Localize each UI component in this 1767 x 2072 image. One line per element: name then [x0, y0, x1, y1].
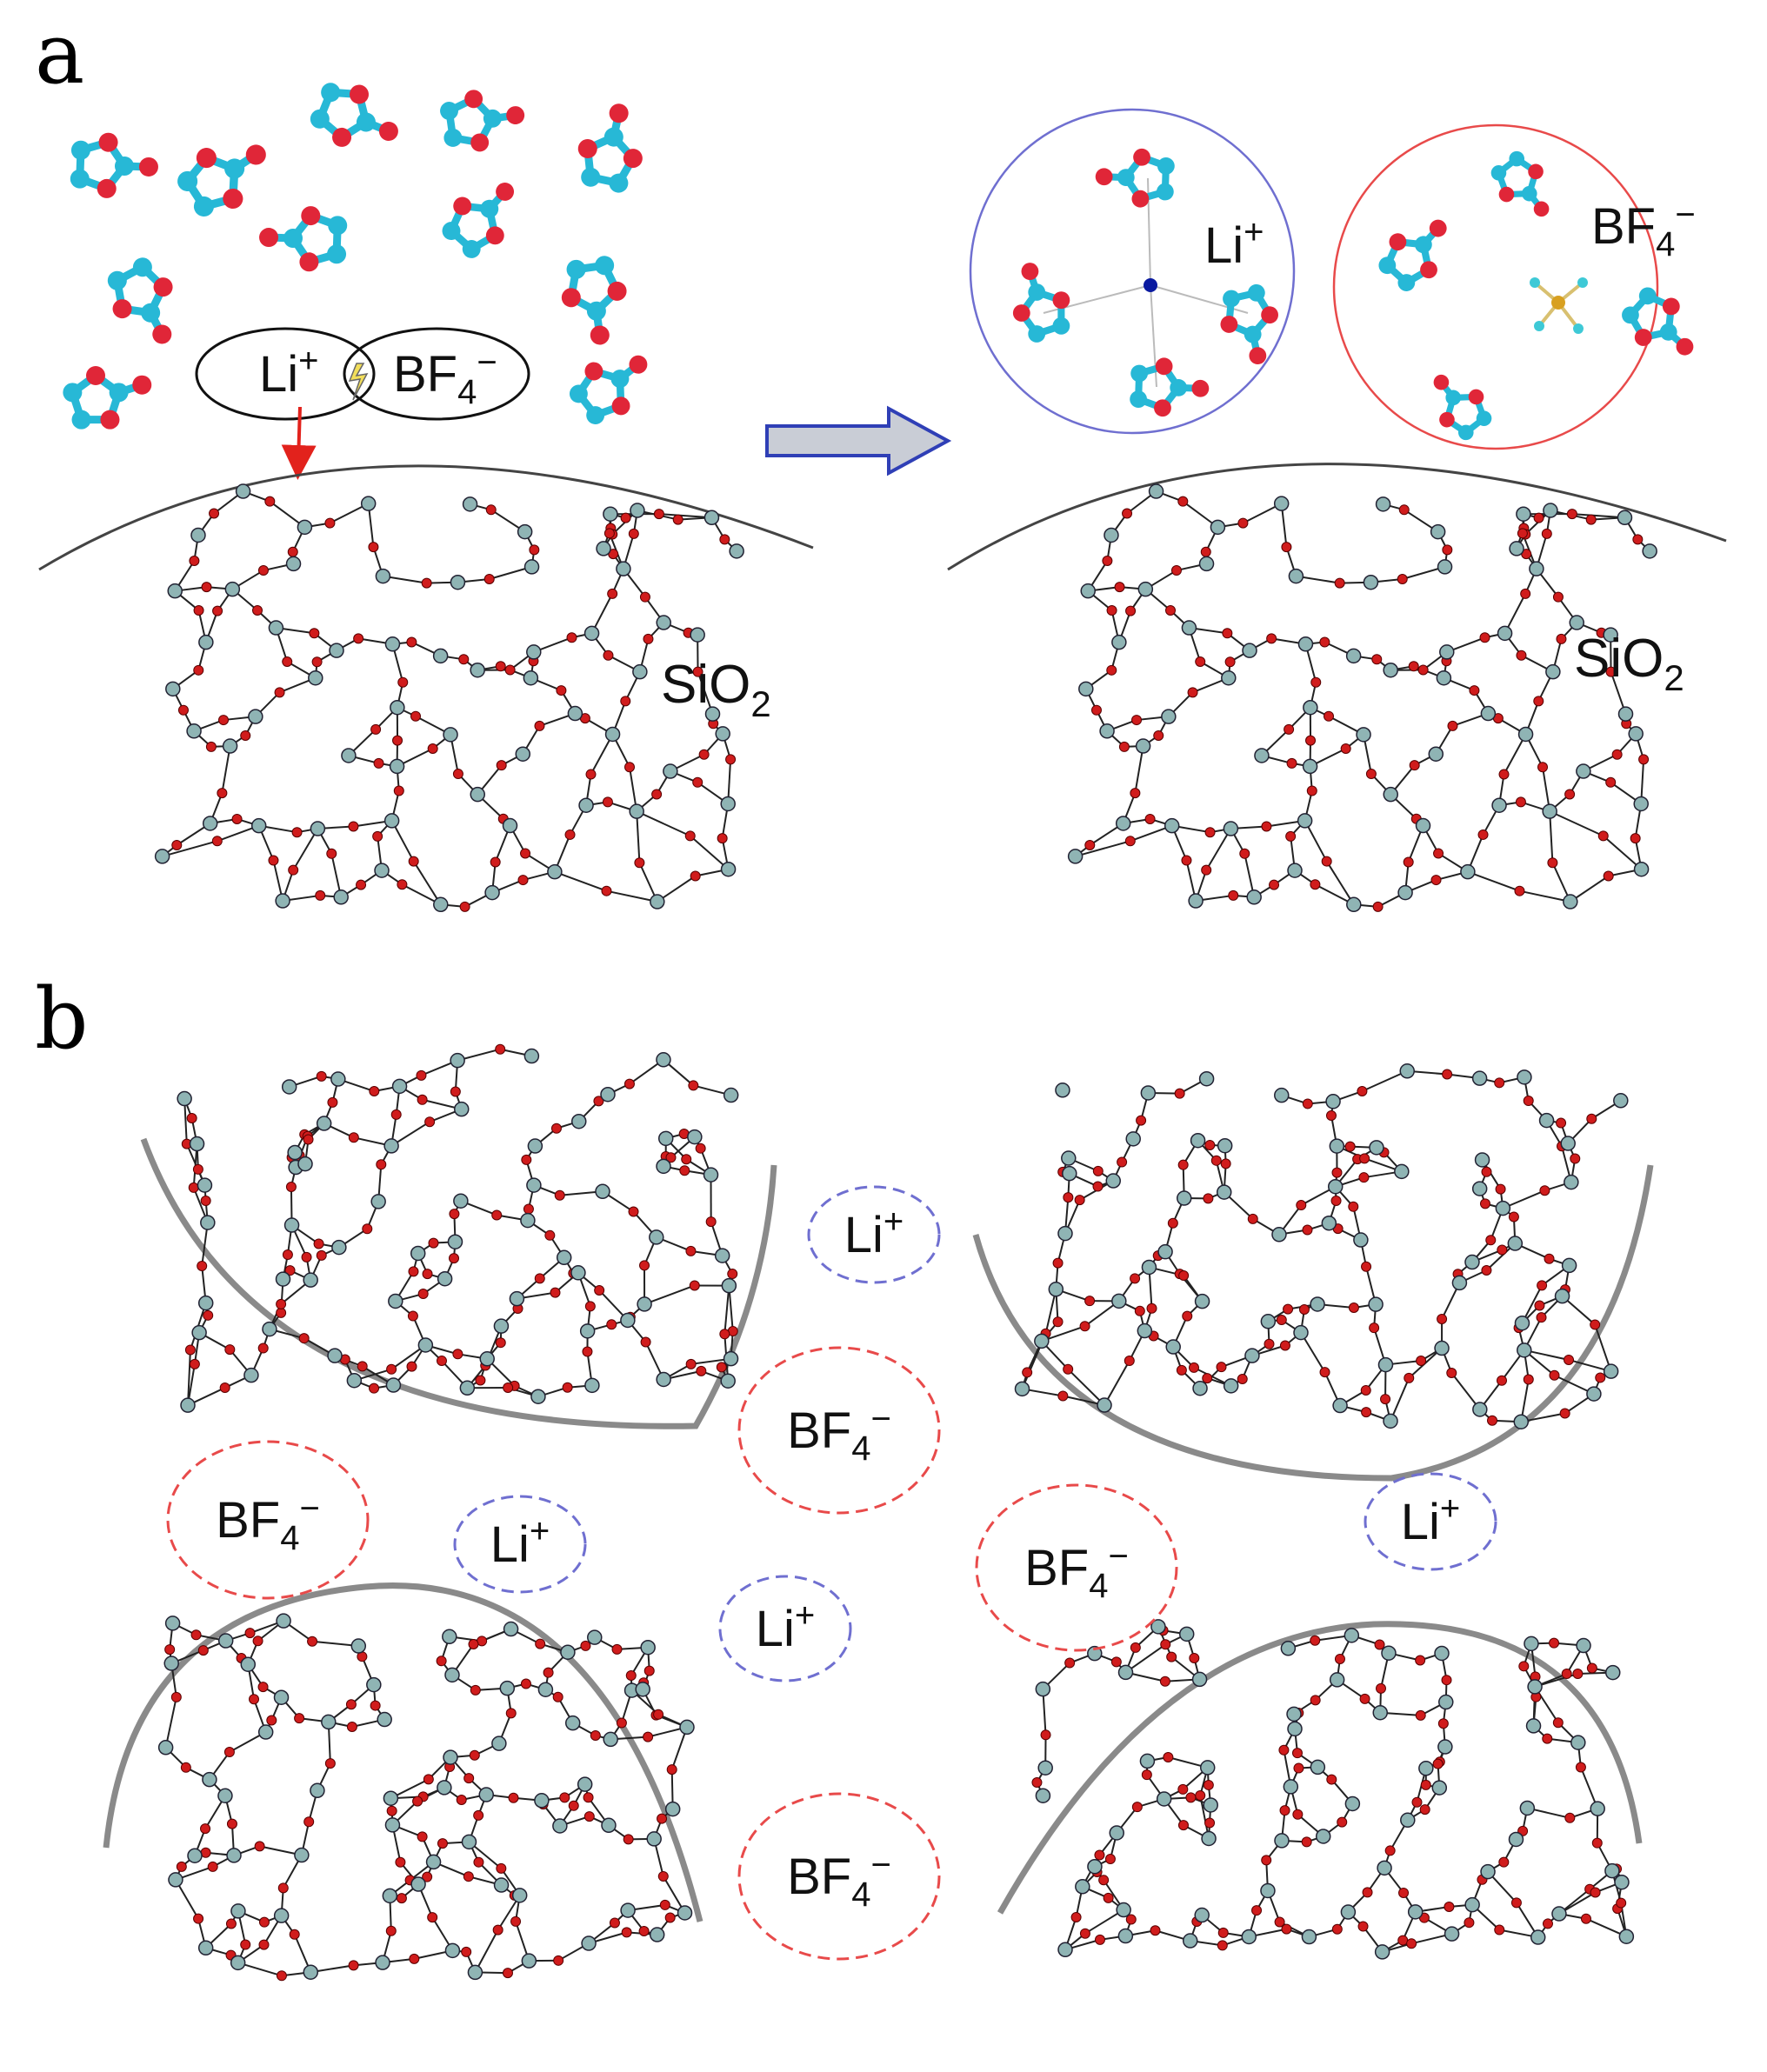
particle-surface-bottom-left — [103, 1582, 703, 1922]
solvent-molecule — [561, 256, 627, 345]
solvent-molecule — [442, 183, 515, 258]
sio2-surface-left — [38, 464, 814, 571]
li-ellipse — [195, 327, 376, 421]
particle-surface-top-right — [972, 1164, 1654, 1482]
solvent-molecule — [70, 132, 158, 198]
sio2-network-bottom-left — [157, 1613, 695, 1982]
particle-surface-top-left — [140, 1137, 777, 1429]
solvent-molecule — [1220, 283, 1279, 365]
ion-label: Li+ — [1401, 1489, 1461, 1550]
ion-pair-anion-label: BF4− — [393, 343, 497, 411]
bf4-ion-circle: BF4− — [737, 1792, 941, 1961]
ion-label: Li+ — [756, 1596, 816, 1657]
ion-label: BF4− — [1024, 1537, 1129, 1605]
solvated-anion-label: BF4− — [1591, 196, 1696, 263]
panel-a-label: a — [35, 5, 84, 103]
ion-pair-cation-label: Li+ — [259, 342, 319, 403]
solvent-molecule — [1012, 263, 1070, 343]
particle-surface-bottom-right — [997, 1621, 1643, 1915]
sio2-network-right — [1067, 483, 1657, 913]
sio2-label-left: SiO2 — [661, 655, 771, 724]
li-ion-circle: Li+ — [453, 1495, 587, 1594]
solvated-cation-label: Li+ — [1204, 213, 1264, 274]
solvent-molecule — [107, 257, 173, 344]
solvent-molecule — [1622, 287, 1694, 356]
bf4-ellipse — [343, 327, 530, 421]
ion-pair: Li+ BF4− — [195, 327, 530, 480]
li-ion-circle: Li+ — [1364, 1472, 1497, 1571]
ion-label: BF4− — [216, 1489, 320, 1557]
red-arrow — [281, 406, 317, 480]
sio2-network-bottom-right — [1031, 1619, 1635, 1960]
bf4-solvation-shell — [1378, 150, 1694, 441]
lightning-icon — [348, 363, 369, 401]
sio2-network-top-left — [177, 1043, 739, 1413]
sio2-label-right: SiO2 — [1574, 629, 1684, 698]
bf4-ion-circle: BF4− — [975, 1483, 1178, 1652]
ion-label: BF4− — [787, 1400, 891, 1468]
bf4-ion-circle: BF4− — [737, 1346, 941, 1515]
ion-label: Li+ — [844, 1203, 904, 1263]
li-ion-circle: Li+ — [718, 1575, 852, 1682]
solvent-molecule — [440, 90, 525, 152]
free-ions: Li+ BF4− BF4− Li+ Li+ BF4− Li+ BF4− — [166, 1185, 1497, 1961]
li-solvation-shell — [1012, 148, 1279, 417]
solvent-molecule — [310, 83, 398, 147]
bf4-ion-circle: BF4− — [166, 1440, 370, 1600]
solvent-molecules — [63, 83, 648, 430]
sio2-surface-right — [947, 463, 1727, 571]
li-ion-circle: Li+ — [807, 1185, 941, 1284]
ion-label: Li+ — [490, 1512, 550, 1573]
solvent-molecule — [577, 103, 643, 193]
solvated-cation-circle — [969, 108, 1296, 435]
solvent-molecule — [1095, 148, 1175, 208]
transition-arrow — [765, 405, 952, 476]
solvent-molecule — [569, 355, 648, 425]
panel-b-label: b — [35, 970, 88, 1068]
solvent-molecule — [63, 366, 152, 430]
solvent-molecule — [1490, 150, 1550, 217]
solvent-molecule — [259, 206, 348, 272]
ion-label: BF4− — [787, 1846, 891, 1914]
solvent-molecule — [177, 144, 266, 217]
solvent-molecule — [1433, 374, 1492, 441]
solvated-anion-circle — [1332, 123, 1659, 450]
sio2-network-top-right — [1014, 1063, 1629, 1429]
sio2-network-left — [154, 483, 744, 913]
solvent-molecule — [1130, 357, 1210, 417]
solvent-molecule — [1378, 219, 1447, 291]
